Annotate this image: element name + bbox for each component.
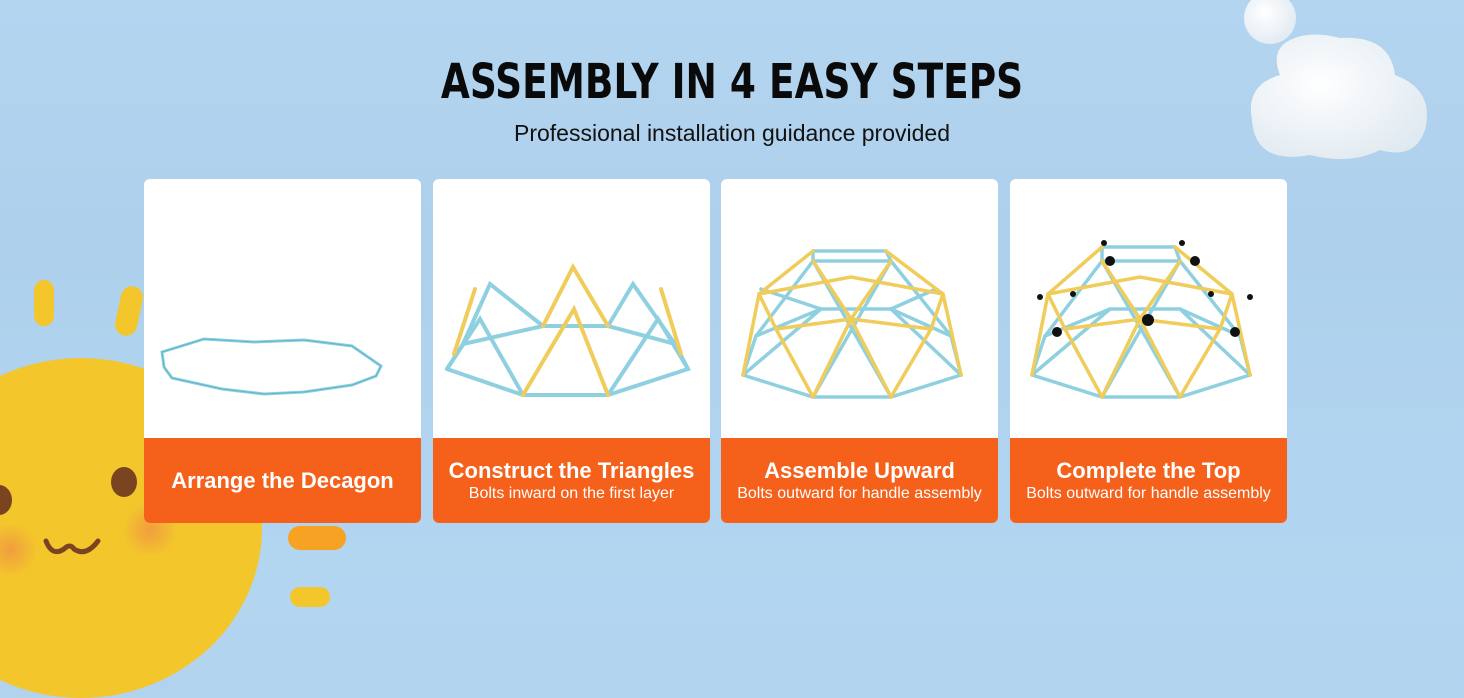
- step-title: Arrange the Decagon: [171, 467, 394, 493]
- step-title: Construct the Triangles: [448, 457, 695, 483]
- handle-bolts: [1037, 240, 1253, 337]
- decagon-base-frame-image: [144, 179, 421, 438]
- step-subtitle: Bolts outward for handle assembly: [737, 484, 982, 502]
- step-title: Assemble Upward: [764, 457, 955, 483]
- step-card-1: Arrange the Decagon: [144, 179, 421, 523]
- step-caption: Assemble Upward Bolts outward for handle…: [721, 438, 998, 523]
- dome-upper-frame-image: [721, 179, 998, 438]
- sun-ray: [113, 284, 145, 338]
- step-caption: Arrange the Decagon: [144, 438, 421, 523]
- step-title: Complete the Top: [1056, 457, 1241, 483]
- step-subtitle: Bolts inward on the first layer: [468, 484, 675, 502]
- step-subtitle: Bolts outward for handle assembly: [1026, 484, 1271, 502]
- page-subtitle: Professional installation guidance provi…: [513, 120, 950, 146]
- sun-ray: [34, 280, 54, 326]
- step-caption: Complete the Top Bolts outward for handl…: [1010, 438, 1287, 523]
- triangle-layer-frame-image: [433, 179, 710, 438]
- sun-ray: [290, 587, 330, 607]
- cloud-decoration: [1244, 0, 1427, 159]
- step-card-4: Complete the Top Bolts outward for handl…: [1010, 179, 1287, 523]
- step-caption: Construct the Triangles Bolts inward on …: [433, 438, 710, 523]
- sun-eye: [111, 467, 137, 497]
- sun-eye: [0, 485, 12, 515]
- sun-mouth: [43, 538, 101, 555]
- step-card-2: Construct the Triangles Bolts inward on …: [433, 179, 710, 523]
- completed-dome-image: [1010, 179, 1287, 438]
- step-card-3: Assemble Upward Bolts outward for handle…: [721, 179, 998, 523]
- sun-ray: [288, 526, 346, 550]
- page-title: ASSEMBLY IN 4 EASY STEPS: [440, 54, 1024, 110]
